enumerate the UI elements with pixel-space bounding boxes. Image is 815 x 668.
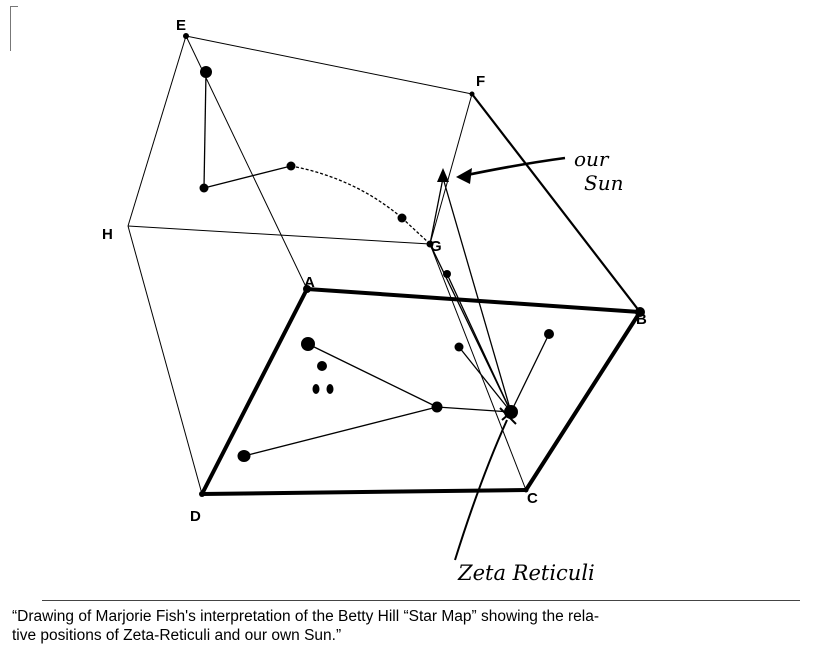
edge-h-g (127, 225, 431, 245)
vertex-label-c: C (527, 490, 538, 507)
zeta-reticuli-label: Zeta Reticuli (457, 561, 595, 585)
zeta-reticuli-annotation: Zeta Reticuli (454, 407, 595, 585)
star-connections (203, 71, 550, 457)
star-dot (326, 384, 334, 394)
connection-line (203, 165, 292, 189)
connection-line (436, 406, 512, 413)
vertex-label-a: A (304, 274, 315, 291)
star-dot (397, 213, 407, 223)
box-frame (127, 35, 642, 496)
caption-line-2: tive positions of Zeta-Reticuli and our … (12, 627, 342, 644)
connection-line (203, 71, 207, 189)
star-dot (443, 270, 451, 278)
vertex-dot-c (523, 487, 529, 493)
star-dot (426, 240, 434, 248)
scan-corner-mark (10, 6, 18, 51)
connection-line (243, 406, 438, 457)
edge-d-a (200, 287, 309, 496)
zeta-reticuli-pointer-line (454, 419, 508, 561)
connection-line (429, 177, 444, 245)
vertex-label-f: F (476, 73, 485, 90)
star-dot (237, 450, 251, 462)
vertex-label-e: E (176, 17, 186, 34)
star-dot (544, 329, 554, 339)
star-dot (200, 66, 212, 78)
edge-e-h (127, 35, 187, 227)
stars (183, 33, 645, 497)
edge-h-d (127, 225, 203, 495)
edge-f-g (429, 93, 473, 245)
connection-line (442, 177, 512, 413)
our-sun-label-line1: our (574, 147, 610, 171)
star-dot (454, 342, 464, 352)
our-sun-label: our Sun (574, 147, 623, 195)
vertex-dot-a (303, 285, 311, 293)
our-sun-arrow-line (461, 156, 566, 178)
star-dot (286, 161, 296, 171)
connection-line (510, 333, 550, 413)
sun-marker (437, 168, 449, 182)
star-dot (199, 183, 209, 193)
connection-line (446, 273, 512, 413)
vertex-label-h: H (102, 226, 113, 243)
vertex-dot-e (183, 33, 189, 39)
edge-c-d (200, 488, 528, 496)
vertex-dot-f (469, 91, 475, 97)
vertex-label-b: B (636, 311, 647, 328)
edge-f-b (470, 92, 642, 314)
connection-line (401, 217, 431, 245)
edge-a-b (305, 287, 642, 314)
star-dot (317, 361, 327, 371)
star-dot (431, 401, 443, 413)
our-sun-label-line2: Sun (584, 171, 623, 195)
vertex-dot-d (199, 491, 205, 497)
edge-g-c (429, 243, 527, 491)
edge-e-f (185, 35, 473, 95)
star-dot (312, 384, 320, 394)
star-dot (301, 337, 315, 351)
figure-caption: “Drawing of Marjorie Fish's interpretati… (12, 607, 807, 645)
vertex-labels: E F H G A B C D (102, 17, 647, 525)
caption-line-1: “Drawing of Marjorie Fish's interpretati… (12, 608, 600, 625)
vertex-dot-b (635, 307, 645, 317)
edge-b-c (524, 310, 642, 492)
connection-line (458, 346, 512, 413)
our-sun-arrow-icon (456, 168, 472, 184)
connection-line (290, 165, 403, 219)
vertex-label-g: G (430, 238, 442, 255)
zeta-reticuli-pointer-tick (499, 407, 517, 425)
connection-line (307, 343, 438, 408)
caption-divider (42, 600, 800, 601)
our-sun-annotation: our Sun (456, 147, 623, 195)
vertex-label-d: D (190, 508, 201, 525)
